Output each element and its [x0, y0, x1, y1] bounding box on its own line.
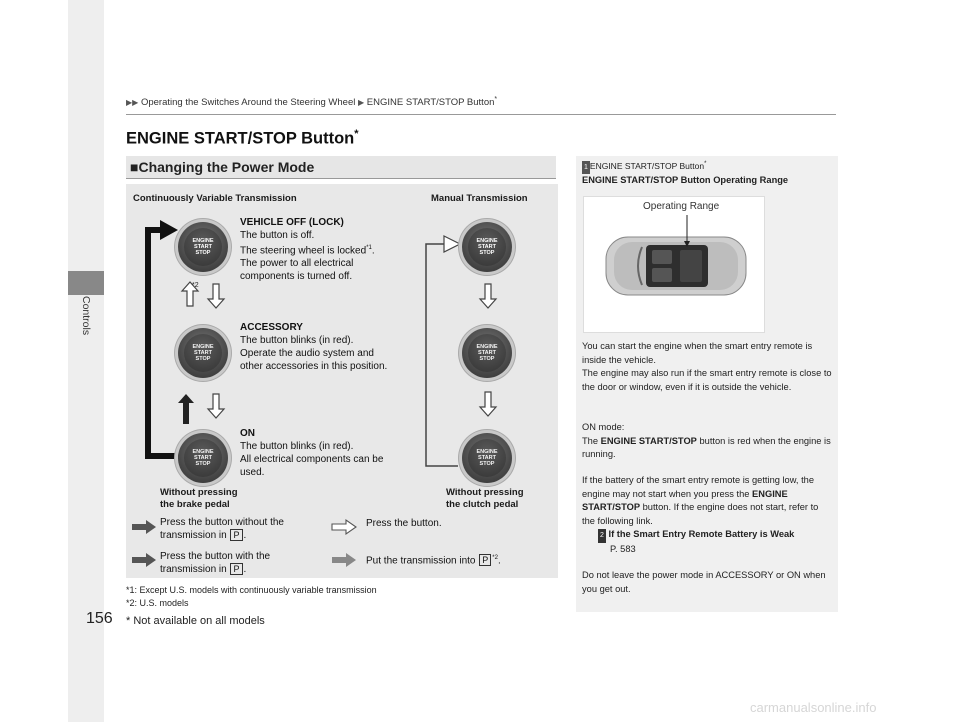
section-header-bar — [126, 156, 556, 178]
header-rule — [126, 114, 836, 115]
cvt-cycle-bracket — [145, 227, 186, 459]
section-label: Controls — [80, 296, 92, 336]
section-marker-icon: ■ — [130, 159, 139, 175]
watermark: carmanualsonline.info — [750, 700, 877, 715]
up-arrow-icon — [180, 281, 200, 307]
down-arrow-icon — [206, 283, 226, 309]
page-number: 156 — [86, 610, 113, 627]
legend-item-3: Press the button with the transmission i… — [160, 551, 271, 575]
legend-outline-arrow-icon — [331, 518, 357, 536]
legend-item-2: Press the button. — [366, 518, 442, 529]
breadcrumb-part1[interactable]: Operating the Switches Around the Steeri… — [140, 97, 356, 109]
side-paragraph-1: You can start the engine when the smart … — [582, 341, 813, 365]
cvt-header: Continuously Variable Transmission — [133, 193, 297, 204]
ref-icon: 1 — [582, 160, 590, 175]
breadcrumb-part2[interactable]: ENGINE START/STOP Button — [366, 97, 495, 109]
side-paragraph-4: Do not leave the power mode in ACCESSORY… — [582, 570, 826, 594]
weak-battery-link[interactable]: 2 If the Smart Entry Remote Battery is W… — [598, 529, 795, 554]
mode-on-desc: ON The button blinks (in red). All elect… — [240, 428, 384, 478]
up-arrow-filled-icon — [178, 394, 194, 424]
section-rule — [126, 178, 556, 179]
car-top-view-image — [583, 196, 765, 333]
side-margin-strip — [68, 0, 104, 722]
footnote-2: *2: U.S. models — [126, 598, 189, 608]
section-title: ■Changing the Power Mode — [130, 159, 315, 175]
breadcrumb: ▶▶ Operating the Switches Around the Ste… — [126, 96, 497, 108]
mode-arrows — [132, 220, 498, 567]
operating-range-label: Operating Range — [643, 201, 720, 212]
legend-item-4: Put the transmission into P*2. — [366, 554, 501, 567]
car-icon — [605, 215, 747, 296]
legend-item-1: Press the button without the transmissio… — [160, 517, 284, 541]
down-arrow-icon — [478, 391, 498, 417]
side-paragraph-3: If the battery of the smart entry remote… — [582, 475, 819, 526]
breadcrumb-arrow-icon: ▶▶ — [126, 98, 139, 108]
mt-cycle-bracket — [425, 243, 458, 467]
legend-filled-arrow-icon — [132, 553, 156, 567]
star2-mark: *2 — [192, 282, 199, 289]
legend-filled-arrow-icon — [132, 520, 156, 534]
down-arrow-icon — [478, 283, 498, 309]
not-available-note: * Not available on all models — [126, 615, 265, 627]
down-arrow-icon — [206, 393, 226, 419]
breadcrumb-mark: * — [494, 96, 498, 103]
page-title: ENGINE START/STOP Button* — [126, 128, 359, 148]
mt-cycle-arrowhead — [443, 235, 462, 253]
mode-off-desc: VEHICLE OFF (LOCK) The button is off. Th… — [240, 217, 375, 283]
mode-accessory-desc: ACCESSORY The button blinks (in red). Op… — [240, 322, 388, 372]
operating-range-title: ENGINE START/STOP Button Operating Range — [582, 175, 789, 185]
side-on-mode: ON mode: The ENGINE START/STOP button is… — [582, 422, 831, 459]
mt-header: Manual Transmission — [431, 193, 528, 204]
side-paragraph-2: The engine may also run if the smart ent… — [582, 368, 832, 392]
legend-gray-arrow-icon — [332, 553, 356, 567]
link-arrow-icon: 2 — [598, 529, 606, 543]
footnote-1: *1: Except U.S. models with continuously… — [126, 585, 377, 595]
cvt-cycle-arrowhead — [160, 220, 178, 240]
breadcrumb-arrow-icon: ▶ — [358, 98, 365, 108]
section-tab — [68, 271, 104, 295]
